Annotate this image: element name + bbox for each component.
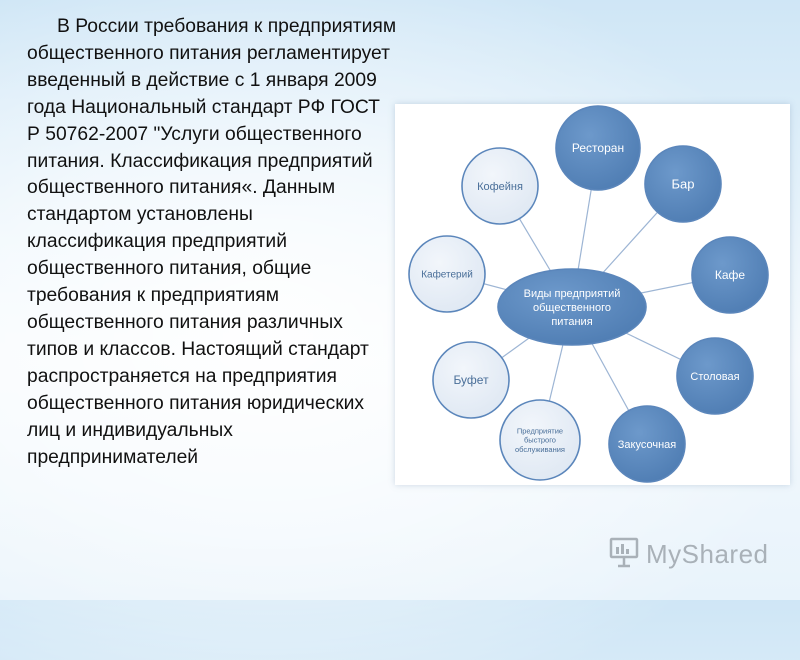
node-restoran: Ресторан xyxy=(555,105,641,191)
node-label-bar: Бар xyxy=(672,177,695,192)
center-label: общественного xyxy=(533,302,611,314)
presentation-icon xyxy=(609,537,639,568)
center-label: Виды предприятий xyxy=(524,288,621,300)
node-kafe: Кафе xyxy=(691,236,769,314)
myshared-watermark: MyShared xyxy=(608,535,768,575)
node-label-fastfood: Предприятие xyxy=(517,426,563,435)
center-node: Виды предприятий общественного питания xyxy=(497,268,647,346)
node-label-fastfood: обслуживания xyxy=(515,445,565,454)
body-text: В России требования к предприятиям общес… xyxy=(27,14,397,471)
node-circle-restoran xyxy=(555,105,641,191)
node-label-fastfood: быстрого xyxy=(524,436,556,445)
node-label-kafe: Кафе xyxy=(715,268,746,282)
node-circle-kafeteriy xyxy=(408,235,486,313)
node-zakusochnaya: Закусочная xyxy=(608,405,686,483)
node-stolovaya: Столовая xyxy=(676,337,754,415)
node-label-stolovaya: Столовая xyxy=(690,371,739,383)
node-bar: Бар xyxy=(644,145,722,223)
node-label-bufet: Буфет xyxy=(453,373,489,387)
node-circle-fastfood xyxy=(499,399,581,481)
node-circle-bufet xyxy=(432,341,510,419)
watermark-text: MyShared xyxy=(646,539,769,569)
node-label-zakusochnaya: Закусочная xyxy=(618,439,676,451)
body-paragraph: В России требования к предприятиям общес… xyxy=(27,16,402,468)
node-kafeteriy: Кафетерий xyxy=(408,235,486,313)
node-circle-zakusochnaya xyxy=(608,405,686,483)
node-circle-kofeynya xyxy=(461,147,539,225)
node-label-restoran: Ресторан xyxy=(572,141,624,155)
node-bufet: Буфет xyxy=(432,341,510,419)
center-ellipse xyxy=(497,268,647,346)
node-label-kofeynya: Кофейня xyxy=(477,181,523,193)
node-kofeynya: Кофейня xyxy=(461,147,539,225)
node-label-kafeteriy: Кафетерий xyxy=(421,269,473,281)
node-circle-stolovaya xyxy=(676,337,754,415)
node-circle-kafe xyxy=(691,236,769,314)
center-label: питания xyxy=(551,316,592,328)
node-circle-bar xyxy=(644,145,722,223)
